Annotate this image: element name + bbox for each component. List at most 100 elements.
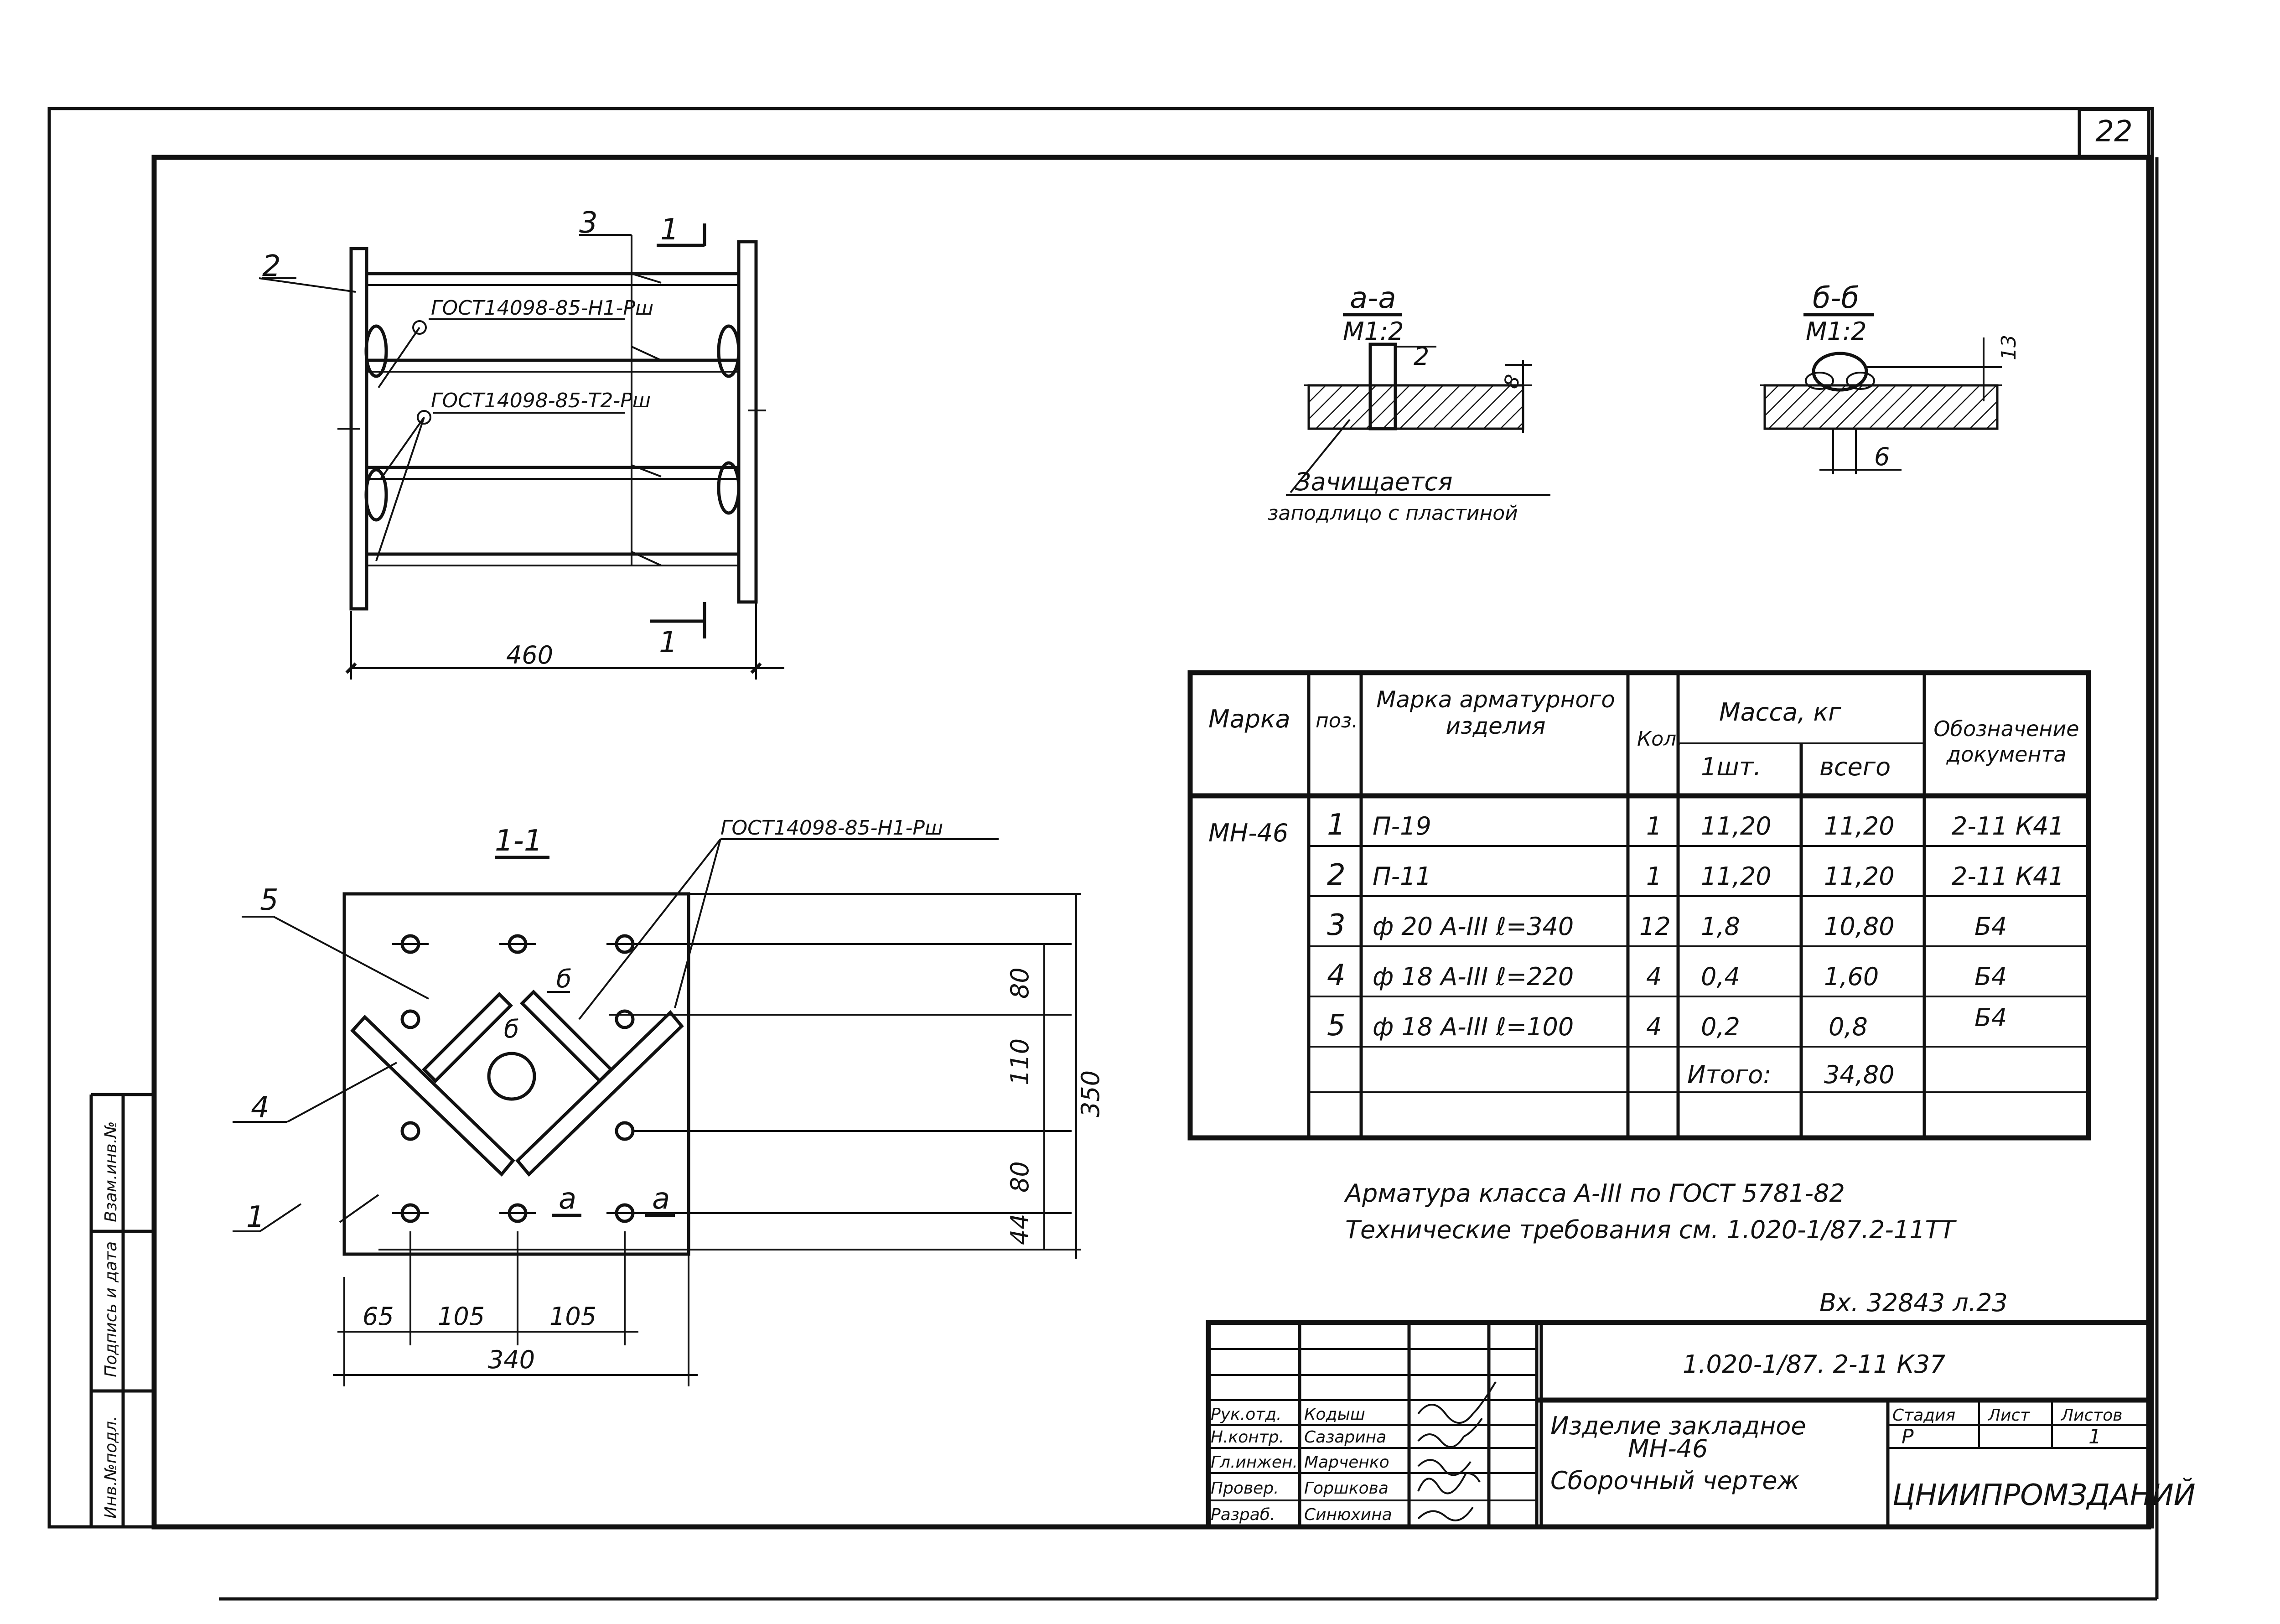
section-mark-bottom: 1 — [650, 602, 706, 659]
svg-text:105: 105 — [549, 1302, 596, 1331]
detail-a-a: а-а М1:2 2 8 Зачищается заподлицо с плас… — [1268, 281, 1550, 525]
svg-text:М1:2: М1:2 — [1343, 317, 1404, 346]
cell-total: 0,8 — [1829, 1012, 1868, 1041]
th-doc: Обозначение документа — [1933, 716, 2079, 767]
cell-pos: 5 — [1327, 1009, 1346, 1043]
detail-note-2: заподлицо с пластиной — [1268, 502, 1518, 525]
side-stamp-inv: Инв.№подл. — [102, 1416, 120, 1519]
svg-text:б-б: б-б — [1813, 281, 1859, 315]
svg-text:а-а: а-а — [1350, 281, 1396, 315]
center-hole — [487, 1052, 536, 1101]
signatures — [1417, 1381, 1497, 1521]
cell-item: П-19 — [1373, 812, 1431, 841]
cell-pos: 3 — [1327, 908, 1346, 942]
organization: ЦНИИПРОМЗДАНИЙ — [1892, 1478, 2196, 1512]
title-block: 1.020-1/87. 2-11 К37 Изделие закладное М… — [1206, 1320, 2196, 1530]
th-item: Марка арматурного изделия — [1376, 686, 1615, 739]
section-mark-top: 1 — [657, 213, 706, 247]
cell-pos: 4 — [1327, 959, 1346, 992]
svg-text:1: 1 — [660, 213, 679, 247]
embedded-plate — [342, 892, 690, 1256]
svg-text:6: 6 — [1874, 442, 1890, 471]
cell-item: ф 18 А-III ℓ=220 — [1373, 962, 1574, 991]
sheets-label: Листов — [2060, 1406, 2122, 1425]
person: Марченко — [1304, 1453, 1389, 1472]
total-value: 34,80 — [1824, 1060, 1895, 1089]
vertical-dims: 80 110 80 44 350 — [1005, 894, 1105, 1259]
role: Разраб. — [1211, 1505, 1275, 1524]
section-a-mark-left: а — [559, 1182, 576, 1216]
spec-table: Марка поз. Марка арматурного изделия Кол… — [1187, 670, 2091, 1141]
section-a-mark-right: а — [652, 1182, 670, 1216]
svg-text:44: 44 — [1005, 1214, 1034, 1245]
th-mark: Марка — [1208, 705, 1290, 733]
note-line-2: Технические требования см. 1.020-1/87.2-… — [1345, 1215, 1957, 1244]
cell-unit: 0,4 — [1701, 962, 1740, 991]
stage-label: Стадия — [1892, 1406, 1955, 1425]
section-title: 1-1 — [495, 824, 543, 858]
cell-item: ф 20 А-III ℓ=340 — [1373, 912, 1574, 941]
detail-b-b: б-б М1:2 13 6 — [1760, 281, 2021, 474]
elevation-view: 2 3 ГОСТ14098-85-Н1-Рш ГОСТ14098-85-Т2-Р… — [259, 206, 784, 680]
th-mass: Масса, кг — [1719, 698, 1841, 726]
cell-doc: Б4 — [1974, 962, 2007, 991]
section-1-1: 1-1 — [233, 816, 1105, 1386]
callout-h1: ГОСТ14098-85-Н1-Рш — [431, 296, 653, 320]
svg-text:1: 1 — [659, 626, 678, 659]
th-qty: Кол. — [1637, 727, 1683, 751]
pos-label-1: 1 — [246, 1200, 265, 1234]
cell-qty: 4 — [1646, 962, 1662, 991]
cell-pos: 1 — [1327, 808, 1346, 842]
sheet-number-box — [2078, 108, 2150, 159]
pos-label-5: 5 — [260, 883, 279, 917]
sheet-frame — [47, 107, 2159, 1601]
stage-value: Р — [1902, 1425, 1914, 1448]
sheet-number: 22 — [2095, 115, 2132, 149]
cell-total: 11,20 — [1824, 812, 1895, 841]
pos-label-4: 4 — [251, 1091, 269, 1125]
doc-name-3: Сборочный чертеж — [1550, 1466, 1800, 1495]
width-dimension: 460 — [345, 602, 784, 680]
person: Горшкова — [1304, 1479, 1389, 1498]
welds — [364, 324, 741, 522]
doc-name-2: МН-46 — [1628, 1434, 1708, 1463]
person: Сазарина — [1304, 1428, 1386, 1447]
horizontal-dims: 65 105 105 340 — [333, 1231, 698, 1386]
svg-text:М1:2: М1:2 — [1806, 317, 1867, 346]
cell-total: 1,60 — [1824, 962, 1879, 991]
section-callout: ГОСТ14098-85-Н1-Рш — [720, 816, 943, 840]
cell-total: 10,80 — [1824, 912, 1895, 941]
doc-name-1: Изделие закладное — [1550, 1411, 1806, 1440]
cell-item: ф 18 А-III ℓ=100 — [1373, 1012, 1574, 1041]
th-mass-total: всего — [1819, 752, 1891, 781]
cell-qty: 1 — [1646, 812, 1662, 841]
cell-doc: 2-11 К41 — [1952, 812, 2064, 841]
svg-text:80: 80 — [1005, 967, 1034, 999]
sheets-value: 1 — [2088, 1425, 2101, 1448]
role: Провер. — [1211, 1479, 1279, 1498]
svg-text:350: 350 — [1076, 1070, 1105, 1117]
cell-mark: МН-46 — [1208, 819, 1288, 847]
doc-code: 1.020-1/87. 2-11 К37 — [1683, 1350, 1945, 1379]
total-label: Итого: — [1687, 1060, 1772, 1089]
cell-unit: 1,8 — [1701, 912, 1740, 941]
cell-doc: Б4 — [1974, 1003, 2007, 1032]
svg-text:105: 105 — [438, 1302, 485, 1331]
svg-text:б: б — [504, 1015, 519, 1043]
cell-unit: 11,20 — [1701, 862, 1772, 891]
role: Н.контр. — [1211, 1428, 1284, 1447]
svg-text:б: б — [556, 965, 571, 993]
cell-unit: 11,20 — [1701, 812, 1772, 841]
cell-qty: 4 — [1646, 1012, 1662, 1041]
sheet-label: Лист — [1987, 1406, 2030, 1425]
role: Рук.отд. — [1211, 1405, 1282, 1424]
role: Гл.инжен. — [1211, 1453, 1298, 1472]
rods — [367, 272, 739, 566]
right-plate — [737, 240, 758, 604]
pos-label-2: 2 — [262, 249, 281, 283]
cell-item: П-11 — [1373, 862, 1431, 891]
anchor-bars — [350, 990, 684, 1177]
cell-pos: 2 — [1327, 858, 1346, 892]
side-stamp-sign: Подпись и дата — [102, 1241, 120, 1377]
